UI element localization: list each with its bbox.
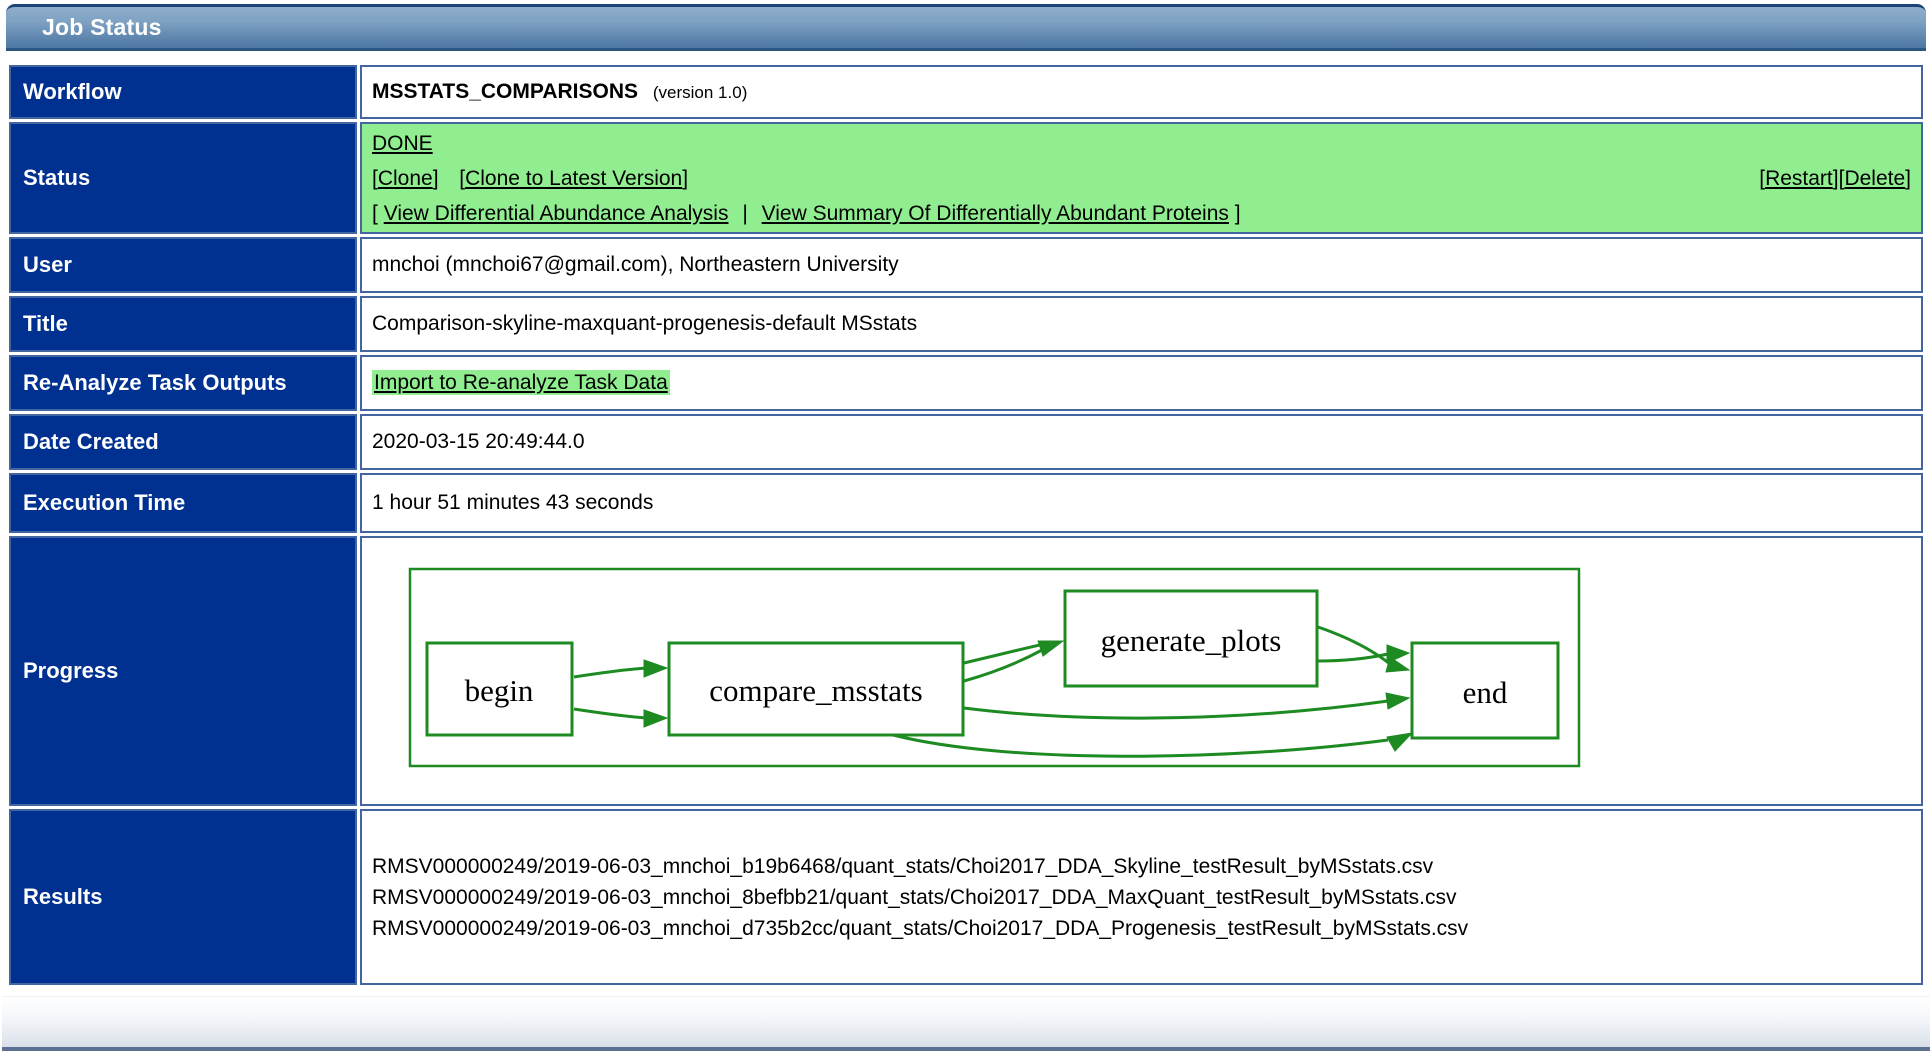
bracket: [ (372, 201, 378, 225)
restart-link[interactable]: Restart (1765, 166, 1833, 190)
result-file-path: RMSV000000249/2019-06-03_mnchoi_d735b2cc… (372, 916, 1469, 940)
arrowhead (1385, 692, 1411, 710)
table-row-title: Title Comparison-skyline-maxquant-progen… (9, 296, 1923, 352)
delete-link[interactable]: Delete (1844, 166, 1906, 190)
workflow-graph: begin compare_msstats generate_plots end (408, 567, 1581, 768)
status-state-line: DONE (372, 126, 1911, 161)
table-row-execution-time: Execution Time 1 hour 51 minutes 43 seco… (9, 473, 1923, 533)
pipe-separator: | (742, 201, 748, 225)
status-actions-line: [Clone] [Clone to Latest Version] [Resta… (372, 161, 1911, 196)
workflow-value: MSSTATS_COMPARISONS (version 1.0) (360, 65, 1923, 119)
arrowhead (1037, 640, 1065, 657)
edge-begin-compare-1 (573, 666, 649, 679)
results-value: RMSV000000249/2019-06-03_mnchoi_b19b6468… (360, 809, 1923, 985)
node-compare-msstats-label: compare_msstats (709, 673, 923, 708)
workflow-name: MSSTATS_COMPARISONS (372, 80, 639, 103)
date-created-label: Date Created (9, 414, 357, 470)
edge-generate-end-1 (1317, 625, 1391, 666)
progress-diagram: begin compare_msstats generate_plots end (408, 567, 1911, 775)
table-row-results: Results RMSV000000249/2019-06-03_mnchoi_… (9, 809, 1923, 985)
bracket: [ (1759, 166, 1766, 190)
workflow-version: (version 1.0) (652, 83, 748, 102)
status-label: Status (9, 122, 357, 234)
edge-compare-generate-b (963, 648, 1043, 683)
progress-label: Progress (9, 536, 357, 806)
table-row-date-created: Date Created 2020-03-15 20:49:44.0 (9, 414, 1923, 470)
graph-arrowheads (643, 640, 1414, 752)
title-label: Title (9, 296, 357, 352)
clone-latest-link[interactable]: Clone to Latest Version (465, 166, 683, 190)
bracket: ] (1234, 201, 1241, 225)
edge-begin-compare-2 (573, 707, 649, 720)
results-label: Results (9, 809, 357, 985)
result-file-path: RMSV000000249/2019-06-03_mnchoi_8befbb21… (372, 885, 1457, 909)
execution-time-label: Execution Time (9, 473, 357, 533)
bracket: [ (459, 166, 466, 190)
bracket: ] (432, 166, 439, 190)
table-row-workflow: Workflow MSSTATS_COMPARISONS (version 1.… (9, 65, 1923, 119)
view-differential-abundance-link[interactable]: View Differential Abundance Analysis (383, 201, 729, 225)
node-begin-label: begin (465, 673, 534, 708)
bracket: [ (372, 166, 378, 190)
node-end-box (1410, 641, 1560, 740)
table-row-reanalyze: Re-Analyze Task Outputs Import to Re-ana… (9, 355, 1923, 411)
user-label: User (9, 237, 357, 293)
arrowhead (1386, 644, 1411, 664)
table-row-user: User mnchoi (mnchoi67@gmail.com), Northe… (9, 237, 1923, 293)
node-end-label: end (1463, 675, 1508, 710)
table-row-progress: Progress (9, 536, 1923, 806)
node-generate-plots-label: generate_plots (1101, 623, 1282, 658)
edge-compare-end-mid (963, 699, 1389, 720)
footer-bar (2, 996, 1930, 1051)
arrowhead (1386, 732, 1414, 752)
arrowhead (643, 709, 669, 728)
status-value: DONE [Clone] [Clone to Latest Version] [… (360, 122, 1923, 234)
node-generate-plots-box (1063, 589, 1319, 688)
job-status-table: Workflow MSSTATS_COMPARISONS (version 1.… (6, 62, 1926, 988)
node-compare-msstats-box (667, 641, 965, 737)
progress-value: begin compare_msstats generate_plots end (360, 536, 1923, 806)
bracket: ] (1832, 166, 1839, 190)
node-begin-box (425, 641, 574, 737)
reanalyze-value: Import to Re-analyze Task Data (360, 355, 1923, 411)
execution-time-value: 1 hour 51 minutes 43 seconds (360, 473, 1923, 533)
title-value: Comparison-skyline-maxquant-progenesis-d… (360, 296, 1923, 352)
bracket: [ (1838, 166, 1845, 190)
bracket: ] (682, 166, 689, 190)
status-views-line: [ View Differential Abundance Analysis |… (372, 196, 1911, 231)
graph-edges (573, 625, 1391, 758)
done-link[interactable]: DONE (372, 131, 433, 155)
edge-generate-end-2 (1317, 652, 1389, 663)
arrowhead (643, 659, 669, 678)
import-reanalyze-link[interactable]: Import to Re-analyze Task Data (372, 370, 670, 395)
view-summary-link[interactable]: View Summary Of Differentially Abundant … (761, 201, 1229, 225)
clone-link[interactable]: Clone (377, 166, 433, 190)
edge-compare-end-bottom (892, 733, 1389, 758)
table-row-status: Status DONE [Clone] [Clone to Latest Ver… (9, 122, 1923, 234)
date-created-value: 2020-03-15 20:49:44.0 (360, 414, 1923, 470)
user-value: mnchoi (mnchoi67@gmail.com), Northeaster… (360, 237, 1923, 293)
page-header: Job Status (6, 4, 1926, 51)
result-file-path: RMSV000000249/2019-06-03_mnchoi_b19b6468… (372, 854, 1434, 878)
reanalyze-label: Re-Analyze Task Outputs (9, 355, 357, 411)
edge-compare-generate-a (963, 642, 1045, 665)
bracket: ] (1905, 166, 1911, 190)
page-title: Job Status (42, 14, 162, 40)
workflow-label: Workflow (9, 65, 357, 119)
diagram-border (408, 567, 1581, 768)
